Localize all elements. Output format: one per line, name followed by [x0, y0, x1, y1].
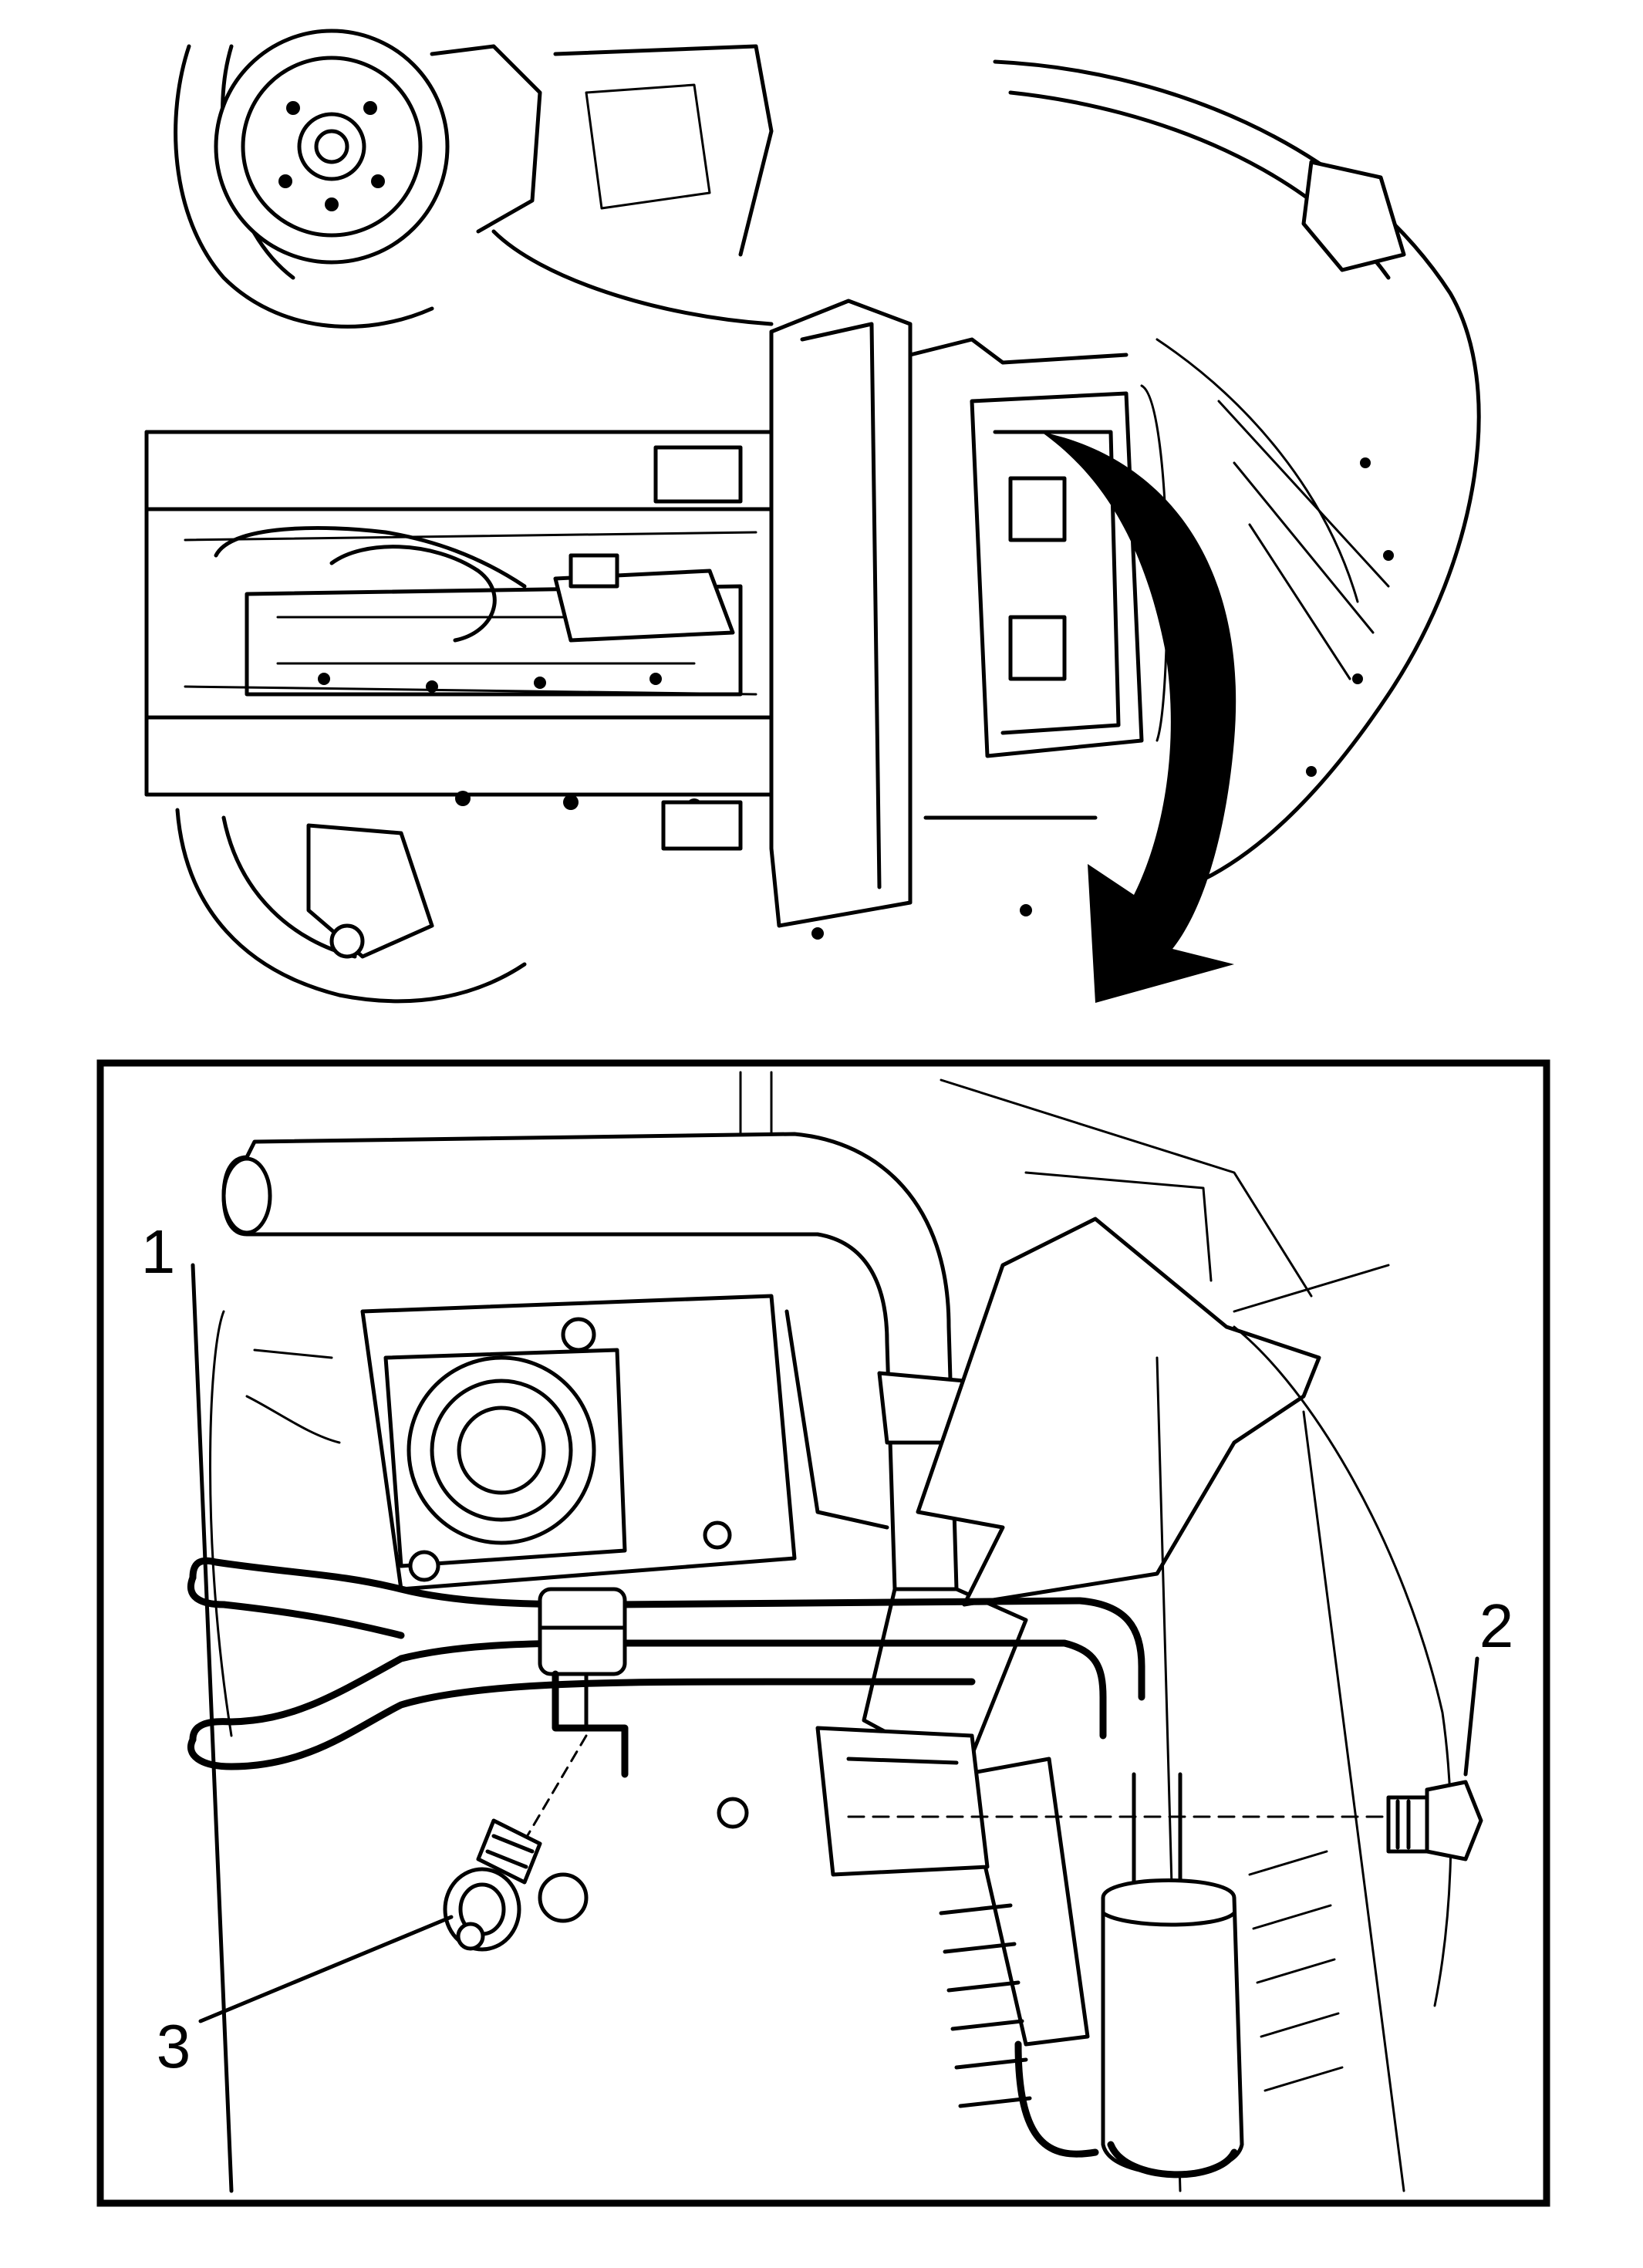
cooler-lines [187, 1557, 1145, 1770]
detail-view: 1 2 3 [141, 1071, 1514, 2193]
radiator-support [769, 299, 1169, 940]
lower-wheel [175, 808, 527, 1004]
push-pin-fastener [443, 1734, 589, 1952]
callout-label-1: 1 [141, 1217, 176, 1286]
leader-line-3 [198, 1915, 454, 2023]
background-structure [209, 1071, 1452, 2192]
mounting-bracket [456, 1726, 1390, 1951]
front-wheel-hub [174, 29, 450, 329]
filter-canister [1014, 1772, 1244, 2179]
upper-hose [221, 1132, 1090, 2047]
clip-icon [538, 1587, 629, 1778]
leader-line-1 [191, 1263, 234, 2193]
top-view-underbody [144, 29, 1481, 1004]
rotation-arrow-icon [1041, 432, 1236, 1003]
bolt-icon [1386, 1780, 1483, 1861]
coil-fins [939, 1850, 1344, 2108]
leader-line-2 [1463, 1656, 1479, 1777]
callout-label-3: 3 [157, 2012, 191, 2081]
front-bumper-fascia [993, 59, 1481, 882]
coolant-housing [360, 1294, 974, 1591]
detail-frame [96, 1059, 1550, 2207]
engine-oil-pan [214, 525, 743, 697]
callout-label-2: 2 [1479, 1591, 1514, 1660]
upper-control-arm [430, 44, 774, 326]
